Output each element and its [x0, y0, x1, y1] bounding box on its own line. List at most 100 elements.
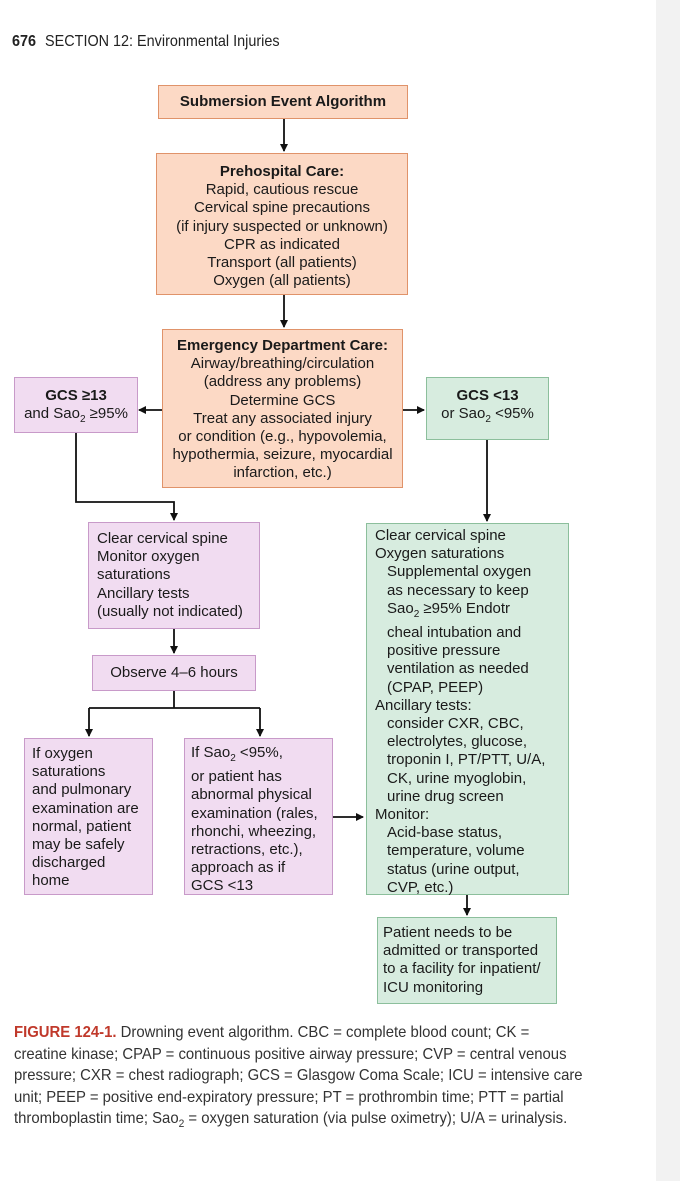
abnormal-line: rhonchi, wheezing,: [191, 822, 317, 840]
ancillary-line: consider CXR, CBC,: [387, 715, 524, 733]
abnormal-line: GCS <13: [191, 877, 254, 895]
gcs-low-sao2-pre: or Sao: [441, 405, 486, 423]
observe-box: Observe 4–6 hours: [92, 655, 256, 691]
gcs-high-box: GCS ≥13 and Sao2 ≥95%: [14, 377, 138, 433]
abnormal-line: abnormal physical: [191, 786, 312, 804]
discharge-line: may be safely: [32, 836, 125, 854]
arrow-gcs-high-to-clear-spine: [75, 433, 178, 521]
page-edge-strip: [656, 0, 680, 1181]
discharge-line: If oxygen: [32, 745, 93, 762]
ed-care-line: hypothermia, seizure, myocardial: [172, 446, 393, 464]
prehospital-line: Transport (all patients): [207, 254, 357, 272]
discharge-line: saturations: [32, 763, 106, 781]
clear-spine-line: saturations: [97, 566, 171, 584]
ed-care-line: (address any problems): [203, 373, 362, 391]
abnormal-line: or patient has: [191, 768, 282, 786]
ed-care-line: infarction, etc.): [233, 464, 332, 482]
gcs-high-sao2-pre: and Sao: [24, 405, 80, 423]
algorithm-title-box: Submersion Event Algorithm: [158, 85, 408, 119]
prehospital-line: Oxygen (all patients): [213, 272, 351, 290]
gcs-low-sao2-sub: 2: [485, 414, 491, 426]
gcs-high-sao2: and Sao2 ≥95%: [15, 405, 137, 429]
discharge-line: examination are: [32, 799, 139, 817]
caption-line-5-post: = oxygen saturation (via pulse oximetry)…: [184, 1110, 568, 1128]
gcs-low-box: GCS <13 or Sao2 <95%: [426, 377, 549, 440]
abnormal-line: approach as if: [191, 859, 286, 877]
observe-text: Observe 4–6 hours: [110, 664, 238, 681]
admit-line: Patient needs to be: [383, 924, 513, 941]
admit-line: to a facility for inpatient/: [383, 960, 541, 978]
discharge-box: If oxygen saturations and pulmonary exam…: [24, 738, 153, 895]
gcs-high-sao2-sub: 2: [79, 414, 86, 426]
monitor-line: temperature, volume: [387, 842, 525, 860]
monitor-title: Monitor:: [375, 806, 430, 824]
prehospital-care-box: Prehospital Care: Rapid, cautious rescue…: [156, 153, 408, 295]
discharge-line: home: [32, 872, 70, 890]
ancillary-line: urine drug screen: [387, 787, 504, 805]
abnormal-box: If Sao2 <95%, or patient has abnormal ph…: [184, 738, 333, 895]
section-title: SECTION 12: Environmental Injuries: [45, 33, 280, 50]
clear-spine-box: Clear cervical spine Monitor oxygen satu…: [88, 522, 260, 629]
green-line: ventilation as needed: [387, 660, 529, 678]
monitor-line: status (urine output,: [387, 860, 520, 878]
prehospital-line: Cervical spine precautions: [194, 199, 370, 217]
clear-spine-line: Clear cervical spine: [97, 530, 228, 547]
algorithm-title: Submersion Event Algorithm: [179, 93, 387, 110]
ancillary-line: troponin I, PT/PTT, U/A,: [387, 751, 546, 769]
monitor-line: CVP, etc.): [387, 878, 454, 896]
green-line: as necessary to keep: [387, 581, 529, 599]
ed-care-line: Determine GCS: [229, 391, 336, 409]
ed-care-line: Treat any associated injury: [193, 409, 372, 427]
low-gcs-management-box: Clear cervical spine Oxygen saturations …: [366, 523, 569, 896]
admit-box: Patient needs to be admitted or transpor…: [377, 917, 557, 1004]
prehospital-line: Rapid, cautious rescue: [205, 181, 359, 199]
discharge-line: discharged: [32, 854, 106, 872]
clear-spine-line: Monitor oxygen: [97, 548, 200, 566]
abnormal-line: retractions, etc.),: [191, 841, 303, 859]
caption-line-3: pressure; CXR = chest radiograph; GCS = …: [14, 1067, 583, 1085]
gcs-high-sao2-post: ≥95%: [85, 405, 128, 423]
caption-line-5-sub: 2: [178, 1118, 185, 1131]
monitor-line: Acid-base status,: [387, 824, 503, 842]
discharge-line: normal, patient: [32, 817, 132, 835]
green-line: cheal intubation and: [387, 624, 522, 642]
abnormal-sao2-post: <95%,: [235, 744, 283, 761]
ed-care-line: or condition (e.g., hypovolemia,: [178, 428, 387, 446]
green-sao2-line: Sao2 ≥95% Endotr: [375, 600, 568, 624]
ancillary-line: electrolytes, glucose,: [387, 733, 528, 751]
admit-line: ICU monitoring: [383, 978, 484, 996]
clear-spine-line: (usually not indicated): [97, 602, 243, 620]
clear-spine-line: Ancillary tests: [97, 584, 190, 602]
green-sao2-post: ≥95% Endotr: [419, 599, 511, 617]
caption-line-5-pre: thromboplastin time; Sao: [14, 1110, 179, 1128]
caption-line-2: creatine kinase; CPAP = continuous posit…: [14, 1045, 567, 1063]
green-sao2-pre: Sao: [387, 599, 414, 617]
green-line: (CPAP, PEEP): [387, 678, 484, 696]
gcs-low-sao2-post: <95%: [490, 405, 534, 423]
figure-label: FIGURE 124-1.: [14, 1024, 117, 1041]
figure-caption: FIGURE 124-1. Drowning event algorithm. …: [14, 1022, 583, 1136]
green-line: Oxygen saturations: [375, 545, 505, 563]
abnormal-sao2-pre: If Sao: [191, 744, 231, 761]
abnormal-sao2-line: If Sao2 <95%,: [191, 744, 332, 768]
green-line: positive pressure: [387, 642, 501, 660]
admit-line: admitted or transported: [383, 942, 539, 960]
caption-line-4: unit; PEEP = positive end-expiratory pre…: [14, 1088, 564, 1106]
ancillary-line: CK, urine myoglobin,: [387, 769, 527, 787]
page-number: 676: [12, 33, 37, 50]
discharge-line: and pulmonary: [32, 781, 132, 799]
abnormal-line: examination (rales,: [191, 804, 318, 822]
prehospital-line: (if injury suspected or unknown): [176, 217, 388, 235]
ed-care-line: Airway/breathing/circulation: [190, 355, 375, 373]
green-line: Supplemental oxygen: [387, 563, 532, 581]
gcs-low-label: GCS <13: [456, 387, 519, 404]
page-header: 676 SECTION 12: Environmental Injuries: [12, 33, 280, 51]
ed-care-box: Emergency Department Care: Airway/breath…: [162, 329, 403, 488]
prehospital-title: Prehospital Care:: [219, 163, 345, 180]
ancillary-title: Ancillary tests:: [375, 696, 472, 714]
abnormal-sao2-sub: 2: [230, 753, 236, 764]
green-sao2-sub: 2: [413, 608, 420, 620]
prehospital-line: CPR as indicated: [224, 235, 340, 253]
caption-line-1: Drowning event algorithm. CBC = complete…: [116, 1024, 530, 1041]
